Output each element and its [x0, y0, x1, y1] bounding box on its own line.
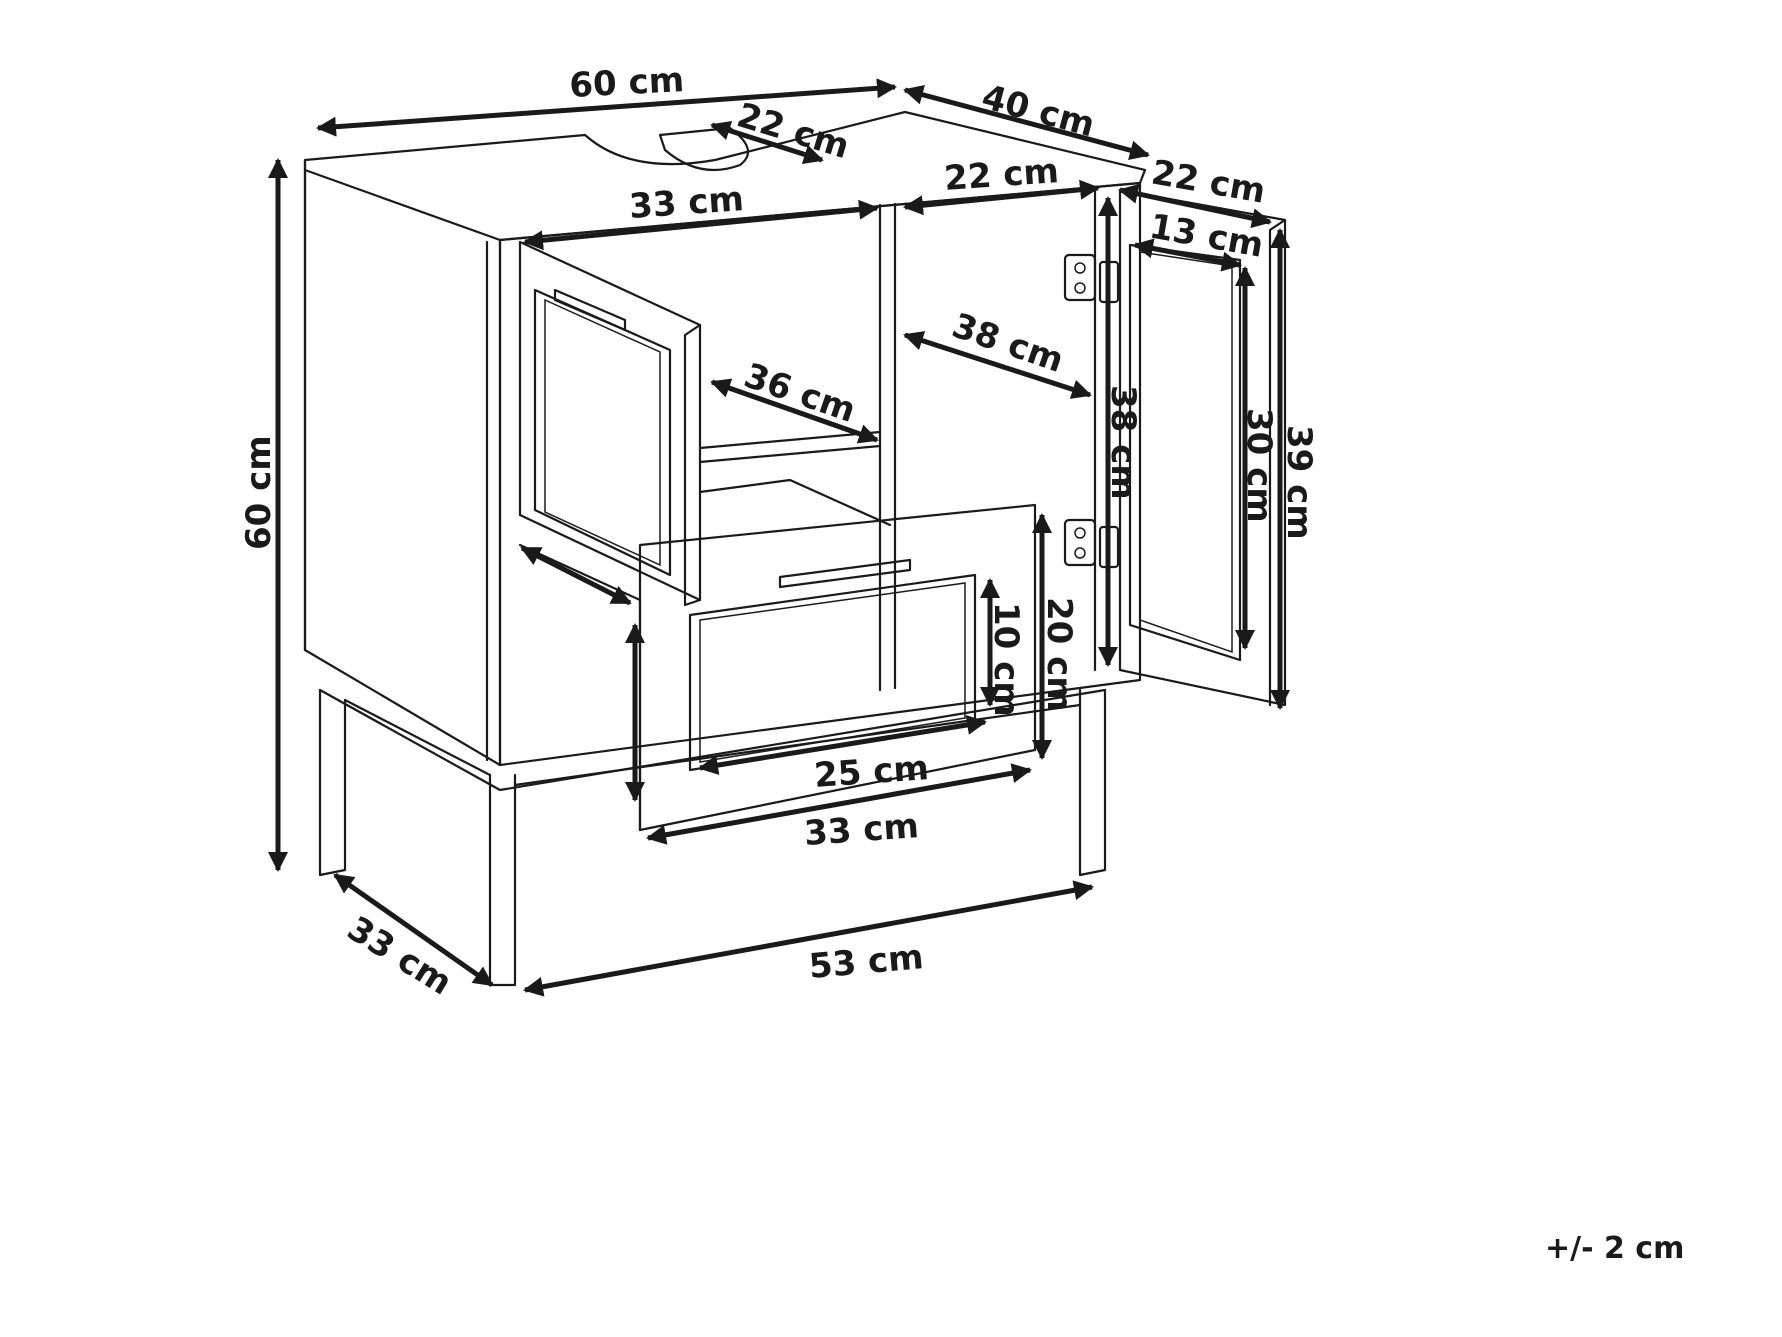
- shelf: [698, 430, 882, 450]
- label-drawer-width: 33 cm: [803, 806, 920, 854]
- legs: [318, 688, 1107, 987]
- label-top-depth: 40 cm: [978, 77, 1099, 145]
- drawer: [518, 478, 1037, 832]
- label-top-width: 60 cm: [568, 60, 685, 106]
- label-door-width: 22 cm: [1148, 152, 1268, 211]
- left-side-panel: [303, 158, 502, 767]
- left-door-handle: [553, 288, 627, 332]
- label-total-height: 60 cm: [239, 435, 279, 550]
- dimension-arrows: [268, 78, 1290, 997]
- label-inner-right-width: 22 cm: [943, 151, 1060, 199]
- drawer-handle: [778, 558, 912, 589]
- label-door-height: 39 cm: [1279, 425, 1319, 540]
- label-drawer-front-height: 20 cm: [1039, 597, 1079, 712]
- label-cutout-depth: 22 cm: [732, 95, 853, 167]
- label-inner-left-width: 33 cm: [628, 179, 745, 227]
- tolerance-note: +/- 2 cm: [1545, 1231, 1684, 1266]
- label-right-inner-height: 38 cm: [1103, 385, 1143, 500]
- label-leg-width: 53 cm: [807, 937, 925, 987]
- label-shelf-depth: 36 cm: [739, 356, 861, 431]
- cabinet-top: [303, 110, 1147, 242]
- label-drawer-inner-width: 25 cm: [813, 748, 930, 796]
- label-door-inner-height: 30 cm: [1239, 408, 1279, 523]
- cabinet-drawing: [303, 110, 1287, 987]
- left-door: [518, 240, 702, 607]
- label-drawer-inner-height: 10 cm: [986, 602, 1026, 717]
